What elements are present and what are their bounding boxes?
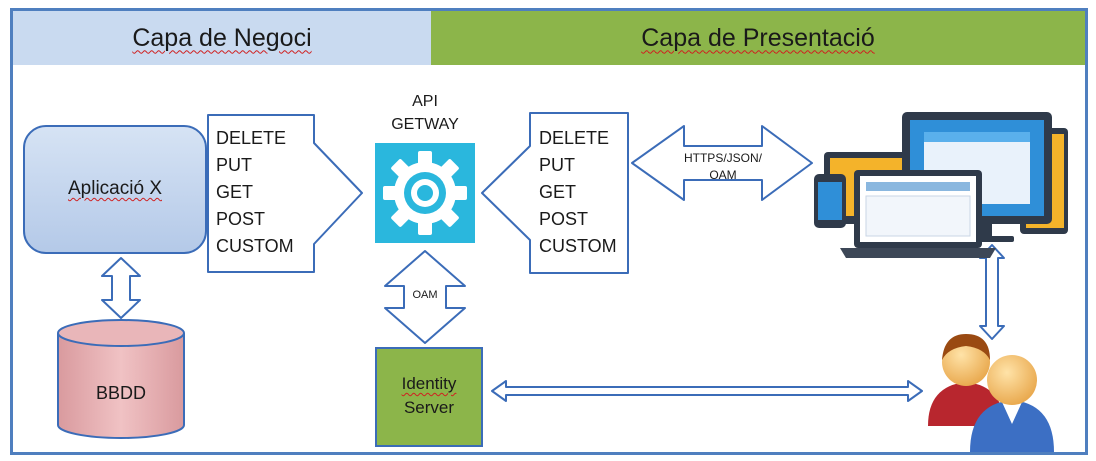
method-item: PUT	[539, 155, 575, 175]
method-item: CUSTOM	[539, 236, 617, 256]
identity-server-line2: Server	[403, 398, 455, 417]
identity-server-box	[375, 347, 483, 447]
presentation-layer-header: Capa de Presentació	[431, 11, 1085, 65]
https-connector-label: HTTPS/JSON/ OAM	[664, 150, 782, 184]
devices-users-arrow	[979, 244, 1005, 340]
method-item: PUT	[216, 155, 252, 175]
business-layer-header: Capa de Negoci	[13, 11, 431, 65]
https-connector-line2: OAM	[709, 168, 737, 182]
method-item: POST	[539, 209, 589, 229]
methods-list-right: DELETE PUT GET POST CUSTOM	[539, 125, 617, 260]
database-label: BBDD	[95, 383, 146, 403]
identity-server-line1: Identity	[401, 374, 457, 393]
method-item: GET	[539, 182, 577, 202]
method-item: DELETE	[539, 128, 610, 148]
right-methods-arrow	[481, 112, 629, 274]
presentation-layer-title: Capa de Presentació	[641, 23, 875, 52]
api-gateway-label-line1: API	[412, 93, 438, 110]
api-gateway-label-line2: GETWAY	[391, 116, 459, 133]
application-box	[23, 125, 207, 254]
https-connector-line1: HTTPS/JSON/	[683, 151, 762, 165]
gateway-clients-arrow	[631, 125, 813, 201]
identity-server-label: Identity Server	[376, 372, 482, 420]
users-icon	[928, 334, 1054, 452]
methods-list-left: DELETE PUT GET POST CUSTOM	[216, 125, 294, 260]
oam-connector-label: OAM	[412, 289, 438, 301]
devices-icon	[814, 112, 1068, 258]
database-icon	[57, 319, 185, 439]
left-methods-arrow	[207, 114, 363, 273]
business-layer-title: Capa de Negoci	[132, 23, 312, 52]
method-item: POST	[216, 209, 266, 229]
identity-users-arrow	[491, 380, 923, 402]
method-item: CUSTOM	[216, 236, 294, 256]
method-item: DELETE	[216, 128, 287, 148]
app-db-arrow	[101, 257, 141, 319]
application-label: Aplicació X	[68, 178, 162, 199]
gateway-identity-arrow	[384, 250, 466, 344]
method-item: GET	[216, 182, 254, 202]
api-gateway-label: API GETWAY	[375, 90, 475, 136]
gear-icon	[375, 143, 475, 243]
